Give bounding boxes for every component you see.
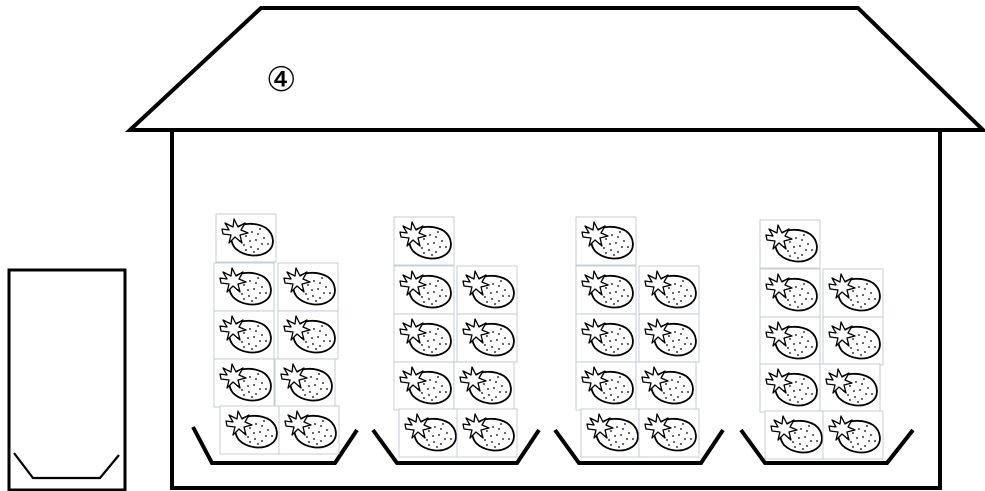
strawberry-icon xyxy=(399,409,459,457)
house-number-label: ④ xyxy=(266,60,296,100)
strawberry-icon xyxy=(639,266,699,314)
strawberry-icon xyxy=(760,317,820,365)
strawberry-icon xyxy=(823,317,883,365)
basket-1-strawberries xyxy=(214,214,339,454)
strawberry-icon xyxy=(457,409,517,457)
strawberry-icon xyxy=(636,362,696,410)
strawberry-icon xyxy=(220,406,280,454)
basket-4-strawberries xyxy=(760,220,883,459)
strawberry-icon xyxy=(454,362,514,410)
strawberry-icon xyxy=(820,364,880,412)
strawberry-icon xyxy=(823,269,883,317)
strawberry-icon xyxy=(457,314,517,362)
strawberry-icon xyxy=(394,362,454,410)
basket-3-strawberries xyxy=(576,217,699,457)
strawberry-icon xyxy=(278,311,338,359)
strawberry-icon xyxy=(760,364,820,412)
strawberry-icon xyxy=(576,362,636,410)
strawberry-icon xyxy=(765,411,825,459)
strawberry-icon xyxy=(214,359,274,407)
strawberry-icon xyxy=(394,266,454,314)
strawberry-icon xyxy=(760,269,820,317)
strawberry-icon xyxy=(279,406,339,454)
strawberry-icon xyxy=(214,311,274,359)
strawberry-tiles xyxy=(214,214,883,459)
bag-inner-line xyxy=(14,453,119,478)
strawberry-icon xyxy=(457,266,517,314)
bag xyxy=(9,270,125,490)
strawberry-icon xyxy=(639,409,699,457)
strawberry-icon xyxy=(760,220,820,268)
strawberry-icon xyxy=(576,314,636,362)
roof xyxy=(130,8,983,130)
strawberry-icon xyxy=(278,263,338,311)
basket-2-strawberries xyxy=(394,217,517,457)
strawberry-icon xyxy=(216,214,276,262)
strawberry-icon xyxy=(394,314,454,362)
strawberry-icon xyxy=(394,217,454,265)
strawberry-icon xyxy=(214,263,274,311)
strawberry-icon xyxy=(823,411,883,459)
strawberry-icon xyxy=(275,359,335,407)
strawberry-icon xyxy=(576,217,636,265)
strawberry-icon xyxy=(639,314,699,362)
strawberry-icon xyxy=(581,409,641,457)
strawberry-icon xyxy=(576,266,636,314)
